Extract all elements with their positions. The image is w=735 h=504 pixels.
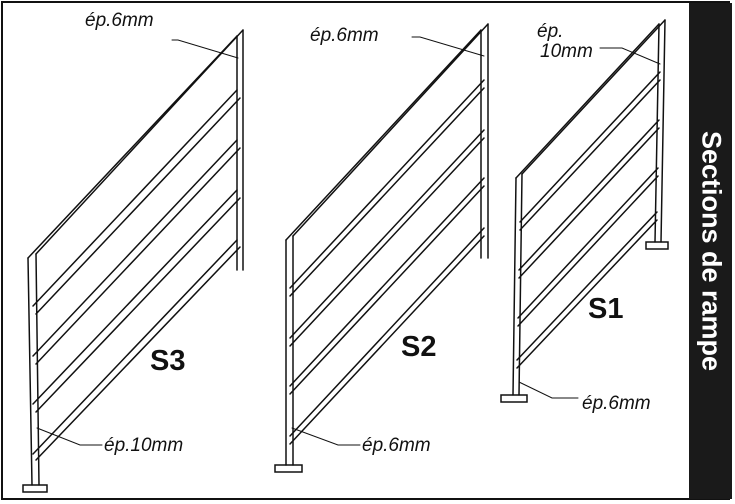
s2-rail	[289, 177, 485, 395]
s3-bottom-thickness-note: ép.10mm	[104, 435, 184, 456]
s3-top-rail	[27, 29, 244, 259]
s1-right-foot	[645, 241, 669, 250]
s3-rail	[32, 239, 241, 461]
s1-bottom-leader	[518, 381, 579, 399]
s1-left-foot	[500, 394, 528, 403]
s1-rail	[519, 71, 661, 231]
s1-rail	[517, 167, 659, 327]
s3-right-post	[236, 29, 244, 271]
s3-rail	[32, 89, 241, 315]
s3-top-thickness-note: ép.6mm	[85, 10, 154, 31]
s2-top-leader	[411, 36, 485, 57]
s1-rail	[518, 119, 660, 279]
s1-top-thickness-note-line2: 10mm	[540, 41, 593, 62]
sidebar-title: Sections de rampe	[696, 130, 726, 372]
railing-section-s3	[22, 29, 244, 493]
s3-left-foot	[22, 484, 48, 493]
s1-top-leader	[599, 47, 661, 65]
s2-right-post	[480, 23, 489, 259]
s3-rail	[32, 139, 241, 365]
sidebar-title-bar: Sections de rampe	[689, 3, 732, 499]
s1-bottom-thickness-note: ép.6mm	[582, 393, 651, 414]
s3-rail	[32, 189, 241, 413]
s2-left-post	[285, 235, 294, 466]
railing-section-s1	[500, 19, 669, 403]
s3-bottom-leader	[36, 427, 103, 446]
s2-top-rail	[285, 23, 489, 241]
s2-rail	[289, 79, 485, 297]
s2-bottom-thickness-note: ép.6mm	[362, 435, 431, 456]
s2-label: S2	[401, 331, 437, 363]
s2-left-foot	[274, 464, 303, 473]
s2-top-thickness-note: ép.6mm	[310, 25, 379, 46]
s1-top-thickness-note-line1: ép.	[537, 21, 564, 42]
s2-rail	[289, 227, 485, 445]
railing-section-s2	[274, 23, 489, 473]
s3-label: S3	[150, 345, 186, 377]
s1-top-rail	[515, 19, 666, 179]
s1-label: S1	[588, 293, 624, 325]
s3-left-post	[27, 253, 40, 486]
s1-left-post	[512, 173, 523, 396]
s1-right-post	[654, 19, 666, 243]
s2-bottom-leader	[291, 427, 361, 446]
s2-rail	[289, 129, 485, 347]
s1-rail	[516, 211, 658, 369]
s3-top-leader	[171, 39, 239, 59]
